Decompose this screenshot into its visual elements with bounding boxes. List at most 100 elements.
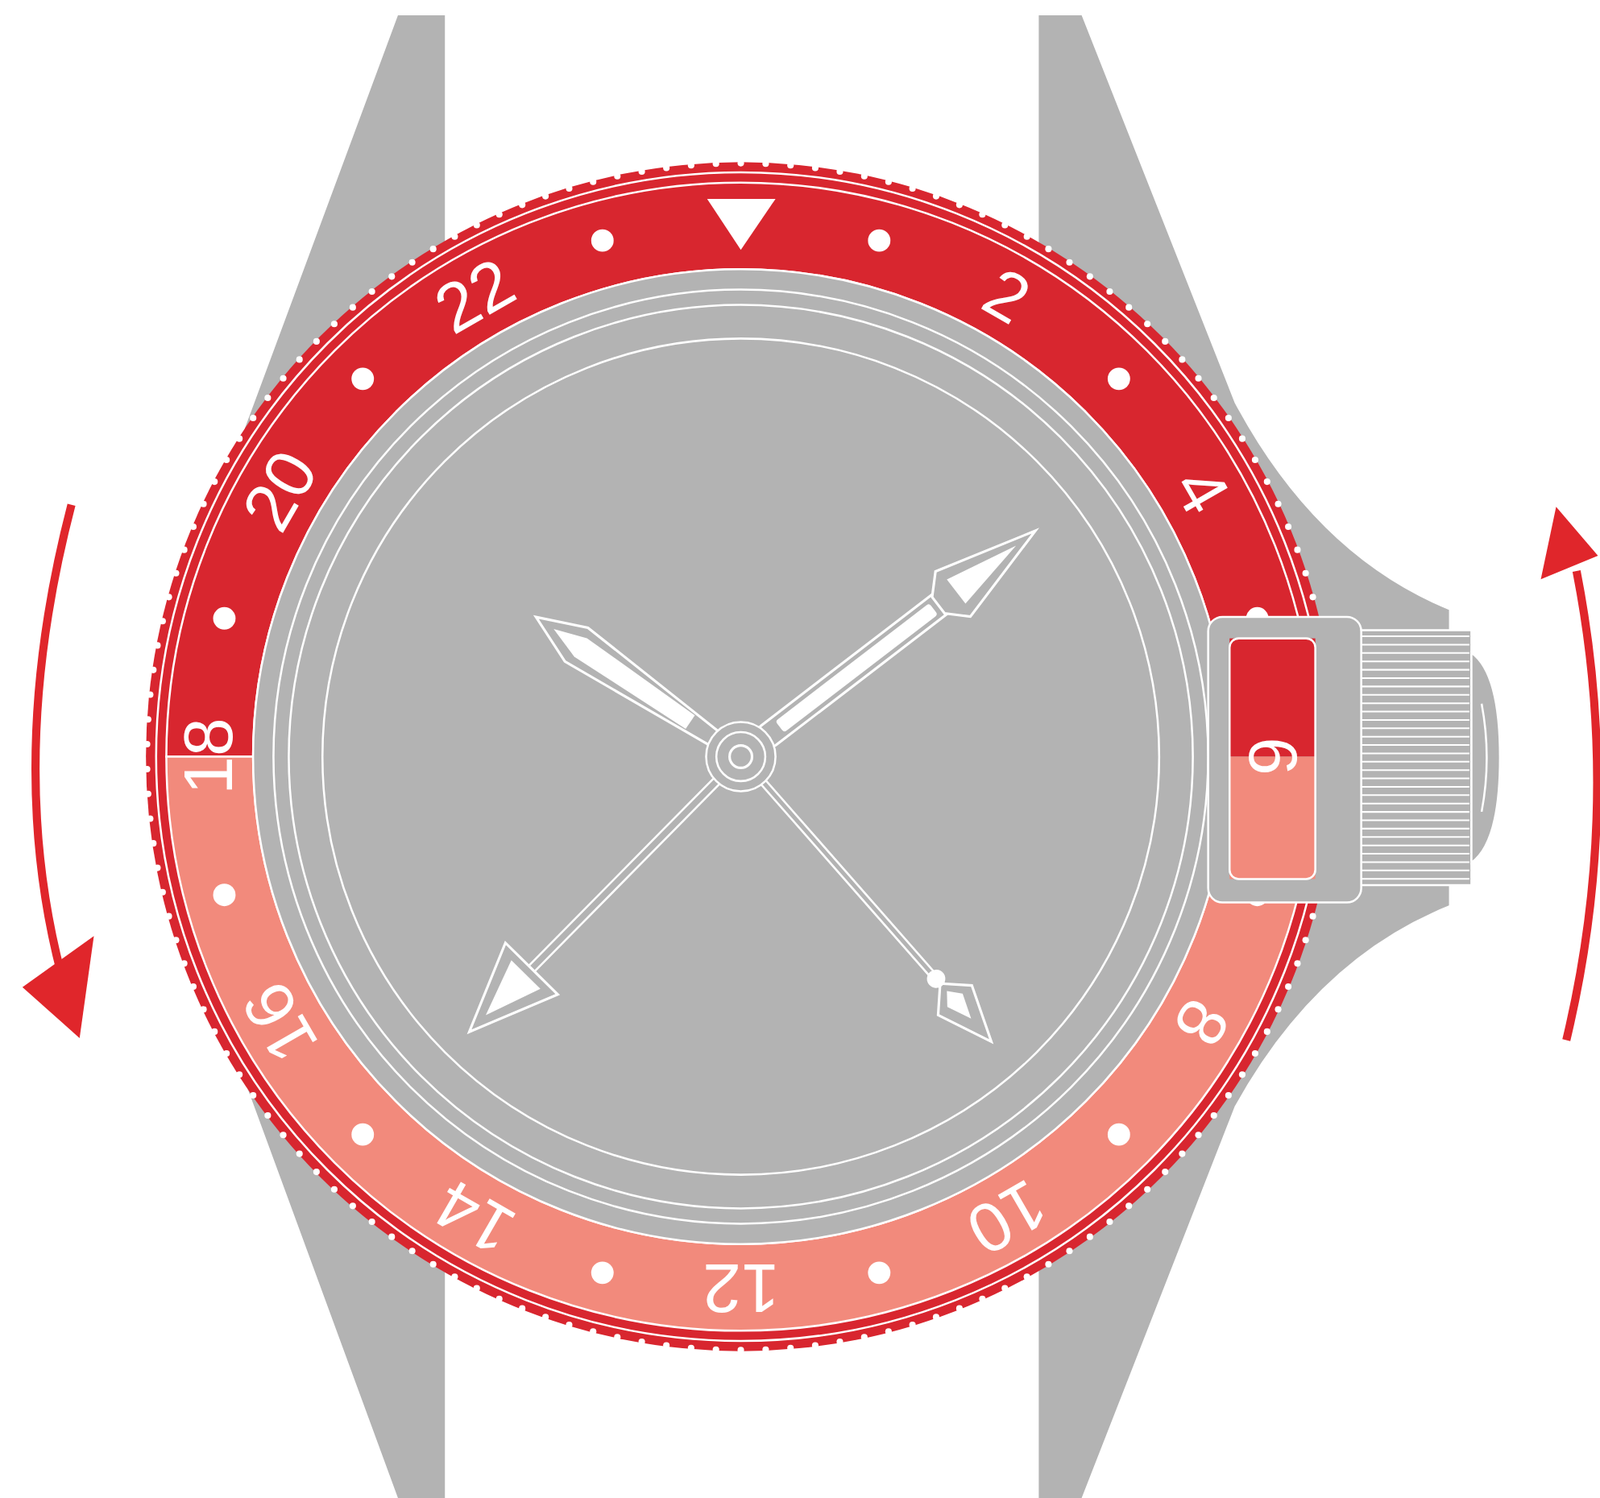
knurl-tooth <box>688 1345 695 1352</box>
bezel-dot <box>351 1123 374 1147</box>
crown-knurl-line <box>1355 861 1470 863</box>
knurl-tooth <box>1086 1234 1094 1241</box>
knurl-tooth <box>430 245 437 253</box>
bezel-number: 10 <box>956 1168 1058 1268</box>
knurl-tooth <box>296 1151 303 1158</box>
knurl-tooth <box>236 435 243 443</box>
knurl-tooth <box>388 1234 395 1241</box>
knurl-tooth <box>1125 1202 1132 1210</box>
knurl-tooth <box>1106 288 1113 295</box>
knurl-tooth <box>409 1247 416 1255</box>
crown-knurl-line <box>1355 870 1470 872</box>
knurl-tooth <box>909 185 917 192</box>
knurl-tooth <box>496 1296 503 1303</box>
knurl-tooth <box>153 865 161 872</box>
knurl-tooth <box>496 211 503 218</box>
hand-pinion <box>705 721 776 792</box>
knurl-tooth <box>1293 960 1301 967</box>
knurl-tooth <box>1065 259 1073 266</box>
bezel-dot <box>867 1261 891 1285</box>
crown-knurl-line <box>1355 694 1470 697</box>
bezel-number: 18 <box>173 718 243 796</box>
bezel-number: 8 <box>1162 989 1242 1057</box>
bezel-number: 4 <box>1162 456 1242 525</box>
knurl-tooth <box>787 161 794 169</box>
knurl-tooth <box>211 1028 218 1036</box>
crown-knurl-line <box>1355 635 1470 638</box>
knurl-tooth <box>149 667 157 674</box>
crown-knurl-line <box>1355 819 1470 821</box>
knurl-tooth <box>1309 593 1316 601</box>
bezel-triangle <box>707 198 776 250</box>
knurl-tooth <box>762 1347 769 1354</box>
knurl-tooth <box>518 201 526 208</box>
crown <box>1352 630 1500 886</box>
knurl-tooth <box>236 1071 243 1078</box>
crown-knurl-line <box>1355 803 1470 805</box>
bezel-dot <box>591 1261 614 1285</box>
crown-knurl-line <box>1355 652 1470 655</box>
crown-knurl-line <box>1355 660 1470 663</box>
bezel-number: 6 <box>1239 737 1309 777</box>
knurl-tooth <box>1144 1186 1151 1194</box>
bezel-number: 20 <box>230 439 329 542</box>
crown-knurl-line <box>1355 794 1470 796</box>
knurl-tooth <box>542 1313 549 1321</box>
knurl-tooth <box>1144 320 1151 328</box>
knurl-tooth <box>956 1305 963 1313</box>
knurl-tooth <box>565 1322 573 1329</box>
knurl-tooth <box>280 1131 287 1139</box>
knurl-tooth <box>518 1305 526 1313</box>
knurl-tooth <box>145 791 152 798</box>
knurl-tooth <box>565 185 573 192</box>
knurl-tooth <box>145 716 152 723</box>
knurl-tooth <box>836 1338 843 1346</box>
knurl-tooth <box>712 160 720 167</box>
crown-knurl-line <box>1355 786 1470 788</box>
knurl-tooth <box>159 617 166 625</box>
crown-knurl-line <box>1355 736 1470 738</box>
knurl-tooth <box>223 1050 230 1057</box>
knurl-tooth <box>1161 1168 1169 1176</box>
rotation-arrow <box>22 505 95 1039</box>
knurl-tooth <box>762 160 769 167</box>
knurl-tooth <box>932 1313 940 1321</box>
knurl-tooth <box>146 691 154 698</box>
bezel <box>143 160 1338 1355</box>
dial <box>252 269 1229 1244</box>
seconds-hand <box>744 765 1009 1057</box>
knurl-tooth <box>932 193 940 200</box>
knurl-tooth <box>331 320 338 328</box>
bezel-dot <box>213 883 237 907</box>
bezel-number: 22 <box>423 246 526 345</box>
knurl-tooth <box>1178 1151 1186 1158</box>
knurl-tooth <box>1302 936 1310 944</box>
gmt-hand <box>443 753 746 1059</box>
knurl-tooth <box>159 889 166 896</box>
bezel-number: 2 <box>973 256 1041 336</box>
knurl-tooth <box>613 1334 621 1341</box>
knurl-tooth <box>836 168 843 175</box>
bezel-number: 12 <box>702 1254 780 1324</box>
bezel-dot <box>1107 1123 1131 1147</box>
knurl-tooth <box>613 173 621 180</box>
knurl-tooth <box>264 1112 271 1120</box>
knurl-tooth <box>1225 1092 1232 1099</box>
knurl-tooth <box>473 1285 481 1293</box>
knurl-tooth <box>1210 1112 1218 1120</box>
crown-knurl-line <box>1355 853 1470 855</box>
knurl-tooth <box>296 356 303 363</box>
knurl-tooth <box>1264 478 1271 485</box>
knurl-tooth <box>143 766 150 773</box>
crown-knurl-line <box>1355 727 1470 730</box>
knurl-tooth <box>473 221 481 228</box>
knurl-tooth <box>1274 501 1281 508</box>
knurl-tooth <box>172 936 179 944</box>
knurl-tooth <box>1044 1261 1052 1269</box>
knurl-tooth <box>190 983 197 991</box>
knurl-tooth <box>589 178 597 186</box>
knurl-tooth <box>1194 1131 1202 1139</box>
knurl-tooth <box>1309 913 1316 921</box>
knurl-tooth <box>663 164 670 171</box>
